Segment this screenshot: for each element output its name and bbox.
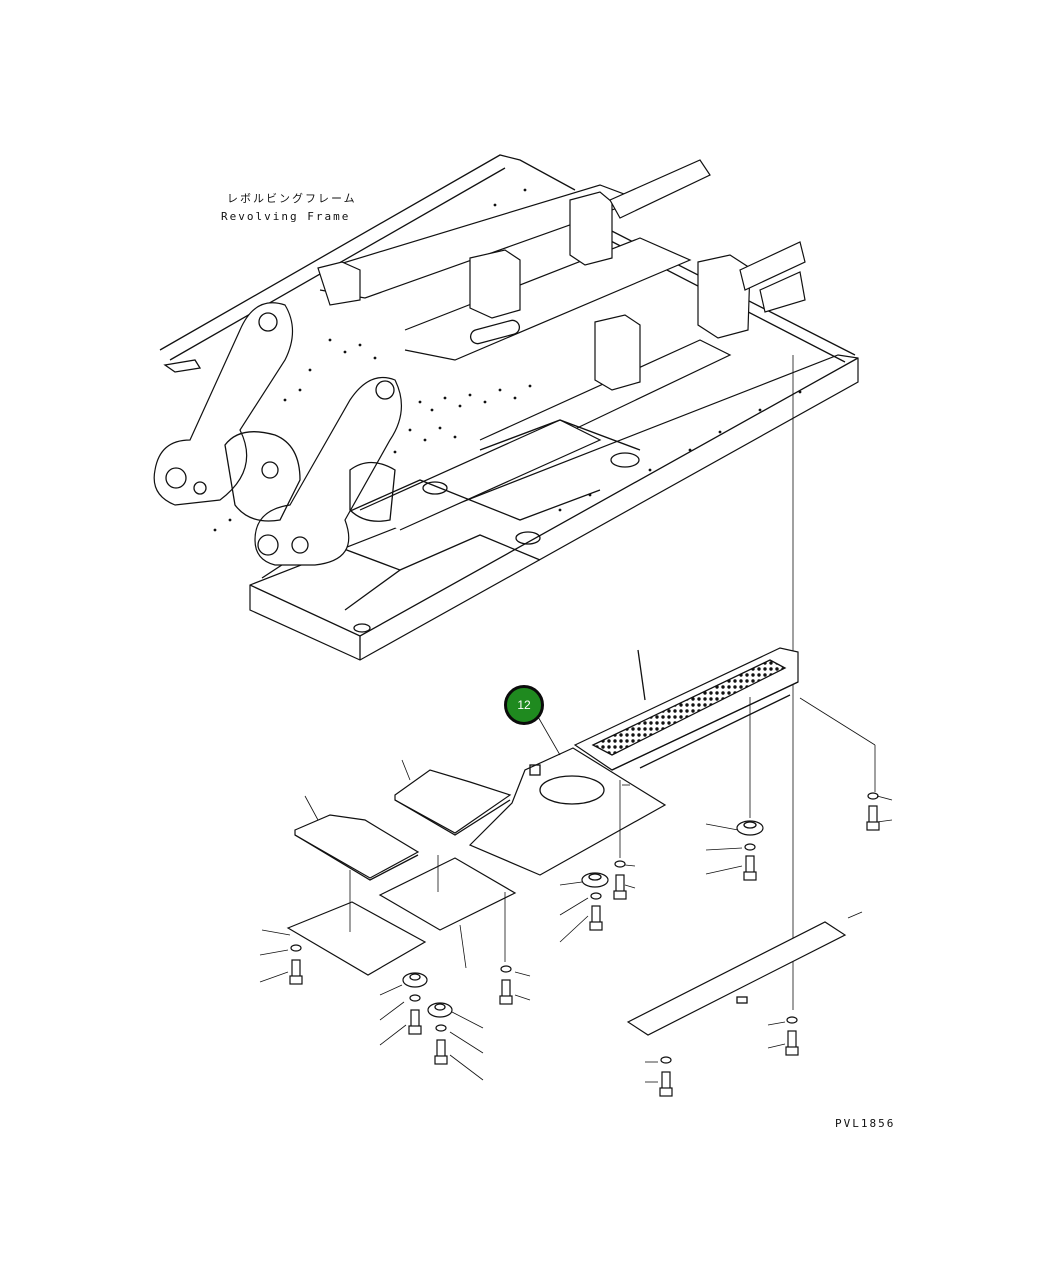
rubber-cushion-icon xyxy=(402,820,764,1018)
insulation-pads xyxy=(294,759,512,881)
fasteners xyxy=(259,697,893,1097)
frame-label-english: Revolving Frame xyxy=(221,210,351,223)
washer-icon xyxy=(290,792,879,1064)
perforated-cover xyxy=(573,647,799,771)
frame-label-japanese: レボルビングフレーム xyxy=(227,192,357,205)
callout-part-12[interactable]: 12 xyxy=(504,685,544,725)
cover-plates xyxy=(286,855,863,1036)
fastener-bolt-icon xyxy=(289,805,880,1097)
drawing-code: PVL1856 xyxy=(835,1117,896,1130)
plate-12 xyxy=(468,714,667,876)
revolving-frame xyxy=(153,154,859,661)
frame-bolt-holes xyxy=(213,188,802,532)
leader-lines xyxy=(259,697,893,1083)
